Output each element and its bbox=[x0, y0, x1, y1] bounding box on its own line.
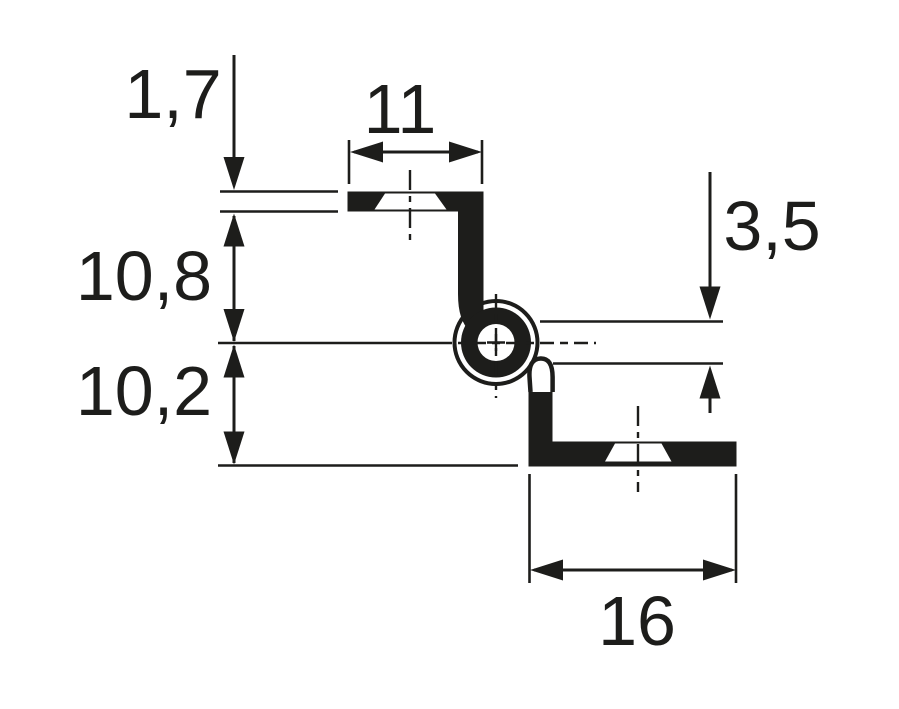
top-leaf bbox=[347, 191, 484, 336]
dimension-bottom-flange-width: 16 bbox=[528, 474, 738, 660]
bottom-leaf-hook-outline bbox=[527, 356, 555, 393]
dim-label-bottom-flange-width: 16 bbox=[598, 582, 676, 660]
dimension-pin-bore: 3,5 bbox=[540, 172, 821, 413]
dimension-top-flange-width: 11 bbox=[347, 70, 484, 184]
arrowhead-up bbox=[223, 344, 245, 378]
arrowhead-down bbox=[223, 157, 245, 190]
dimension-lower-height: 10,2 bbox=[76, 344, 518, 467]
arrowhead-left bbox=[530, 559, 563, 581]
arrowhead-up bbox=[223, 213, 245, 247]
dim-label-lower-height: 10,2 bbox=[76, 352, 212, 430]
bottom-leaf bbox=[528, 392, 737, 467]
arrowhead-down bbox=[699, 286, 721, 320]
dim-label-pin-bore: 3,5 bbox=[723, 187, 820, 265]
bottom-leaf-hook-core bbox=[529, 358, 553, 392]
dim-label-top-flange-width: 11 bbox=[364, 70, 437, 148]
arrowhead-down bbox=[223, 309, 245, 342]
arrowhead-left bbox=[350, 141, 383, 163]
dim-label-upper-height: 10,8 bbox=[76, 237, 212, 315]
dim-label-flange-thickness: 1,7 bbox=[124, 55, 221, 133]
arrowhead-down bbox=[223, 431, 245, 465]
arrowhead-right bbox=[703, 559, 736, 581]
dimension-flange-thickness: 1,7 bbox=[124, 55, 338, 213]
dimension-upper-height: 10,8 bbox=[76, 213, 438, 345]
arrowhead-right bbox=[449, 141, 482, 163]
arrowhead-up bbox=[699, 365, 721, 399]
